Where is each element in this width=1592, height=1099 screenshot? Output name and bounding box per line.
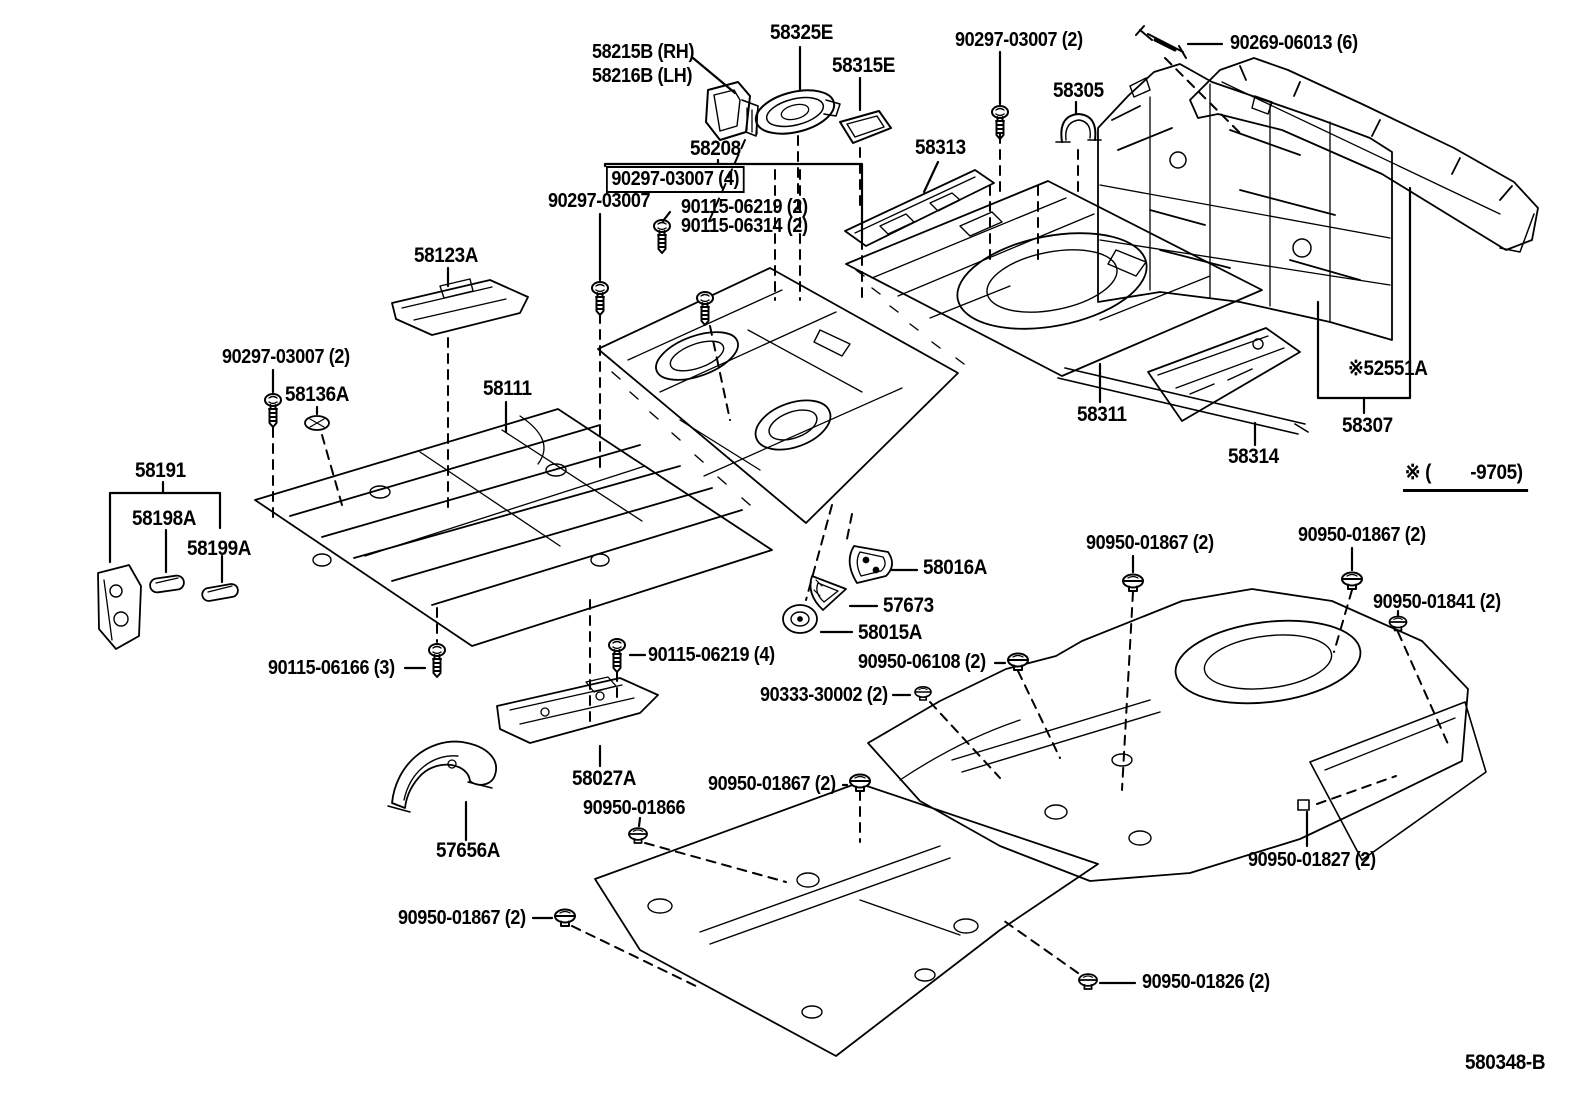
part-label-90950-01841-2: 90950-01841 (2) — [1373, 591, 1501, 613]
part-label-58314: 58314 — [1228, 445, 1279, 468]
part-label-58199a: 58199A — [187, 537, 252, 560]
part-label-90950-01827-2: 90950-01827 (2) — [1248, 849, 1376, 871]
part-label-58016a: 58016A — [923, 556, 988, 579]
part-label-58208: 58208 — [690, 137, 741, 160]
part-label-58313: 58313 — [915, 136, 966, 159]
part-label-90297-03007-2-left: 90297-03007 (2) — [222, 346, 350, 368]
part-label-58215b: 58215B (RH) — [592, 41, 695, 63]
dashed-lines — [272, 57, 1449, 989]
part-label-58136a: 58136A — [285, 383, 350, 406]
part-label-58015a: 58015A — [858, 621, 923, 644]
part-label-90115-06166-3: 90115-06166 (3) — [268, 657, 395, 679]
clip-icon — [554, 571, 1408, 990]
brace-58027a-drawing — [496, 676, 659, 744]
plate-58016a-drawing — [848, 545, 893, 584]
part-label-90115-06219-2: 90115-06219 (2) — [681, 196, 808, 218]
part-label-90950-01867-2-r2: 90950-01867 (2) — [1298, 524, 1426, 546]
clamp-58305-drawing — [1055, 113, 1102, 143]
pin-58198a-drawing — [149, 574, 185, 594]
part-label-52551a: ※52551A — [1348, 357, 1428, 380]
upper-back-panel-drawing — [1189, 57, 1539, 253]
lower-back-panel-drawing — [1097, 63, 1393, 341]
clip-58136a-drawing — [304, 415, 330, 431]
front-heat-insulator-drawing — [594, 782, 1099, 1057]
part-label-58191: 58191 — [135, 459, 186, 482]
part-label-58111: 58111 — [483, 377, 532, 400]
center-floor-pan-drawing — [597, 267, 959, 524]
part-label-58123a: 58123A — [414, 244, 479, 267]
diagram-code: 580348-B — [1465, 1051, 1546, 1074]
part-label-58198a: 58198A — [132, 507, 197, 530]
grommet-58015a-drawing — [782, 604, 818, 634]
plate-58325e-drawing — [754, 89, 841, 135]
plate-58315e-drawing — [839, 110, 892, 144]
part-label-58027a: 58027A — [572, 767, 637, 790]
part-label-90297-03007: 90297-03007 — [548, 190, 651, 212]
part-label-90115-06219-4: 90115-06219 (4) — [648, 644, 775, 666]
part-label-90269-06013: 90269-06013 (6) — [1230, 32, 1358, 54]
part-label-90297-03007-4: 90297-03007 (4) — [606, 166, 745, 193]
bracket-58191-drawing — [97, 564, 142, 650]
rear-floor-pan-drawing — [845, 180, 1309, 435]
part-label-90297-03007-2-top: 90297-03007 (2) — [955, 29, 1083, 51]
part-label-90115-06314-2: 90115-06314 (2) — [681, 215, 808, 237]
leader-lines — [108, 42, 1412, 985]
part-label-58311: 58311 — [1077, 403, 1127, 426]
part-label-57673: 57673 — [883, 594, 934, 617]
pin-58199a-drawing — [201, 583, 239, 602]
part-label-90950-01866: 90950-01866 — [583, 797, 686, 819]
part-label-57656a: 57656A — [436, 839, 501, 862]
plug-57673-drawing — [809, 575, 847, 611]
part-label-58307: 58307 — [1342, 414, 1393, 437]
part-label-90950-01867-2-bl: 90950-01867 (2) — [398, 907, 526, 929]
applicability-footnote: ※ ( -9705) — [1403, 461, 1529, 493]
part-label-90333-30002-2: 90333-30002 (2) — [760, 684, 888, 706]
part-label-90950-01867-2-mid: 90950-01867 (2) — [708, 773, 836, 795]
part-label-58325e: 58325E — [770, 21, 834, 44]
bolt-90269-drawing — [1135, 25, 1187, 59]
reinforcement-58123a-drawing — [391, 278, 529, 336]
part-label-90950-01867-2-r1: 90950-01867 (2) — [1086, 532, 1214, 554]
front-floor-pan-drawing — [254, 408, 773, 647]
rear-crossmember-58314-drawing — [1147, 327, 1301, 422]
part-label-90950-06108-2: 90950-06108 (2) — [858, 651, 986, 673]
rear-floor-member-58313-drawing — [844, 169, 995, 247]
part-label-90950-01826-2: 90950-01826 (2) — [1142, 971, 1270, 993]
rear-heat-insulator-drawing — [867, 588, 1487, 882]
part-label-58216b: 58216B (LH) — [592, 65, 693, 87]
bracket-57656a-drawing — [387, 740, 497, 813]
part-label-58315e: 58315E — [832, 54, 896, 77]
part-label-58305: 58305 — [1053, 79, 1104, 102]
clip-01827-square — [1297, 799, 1310, 811]
